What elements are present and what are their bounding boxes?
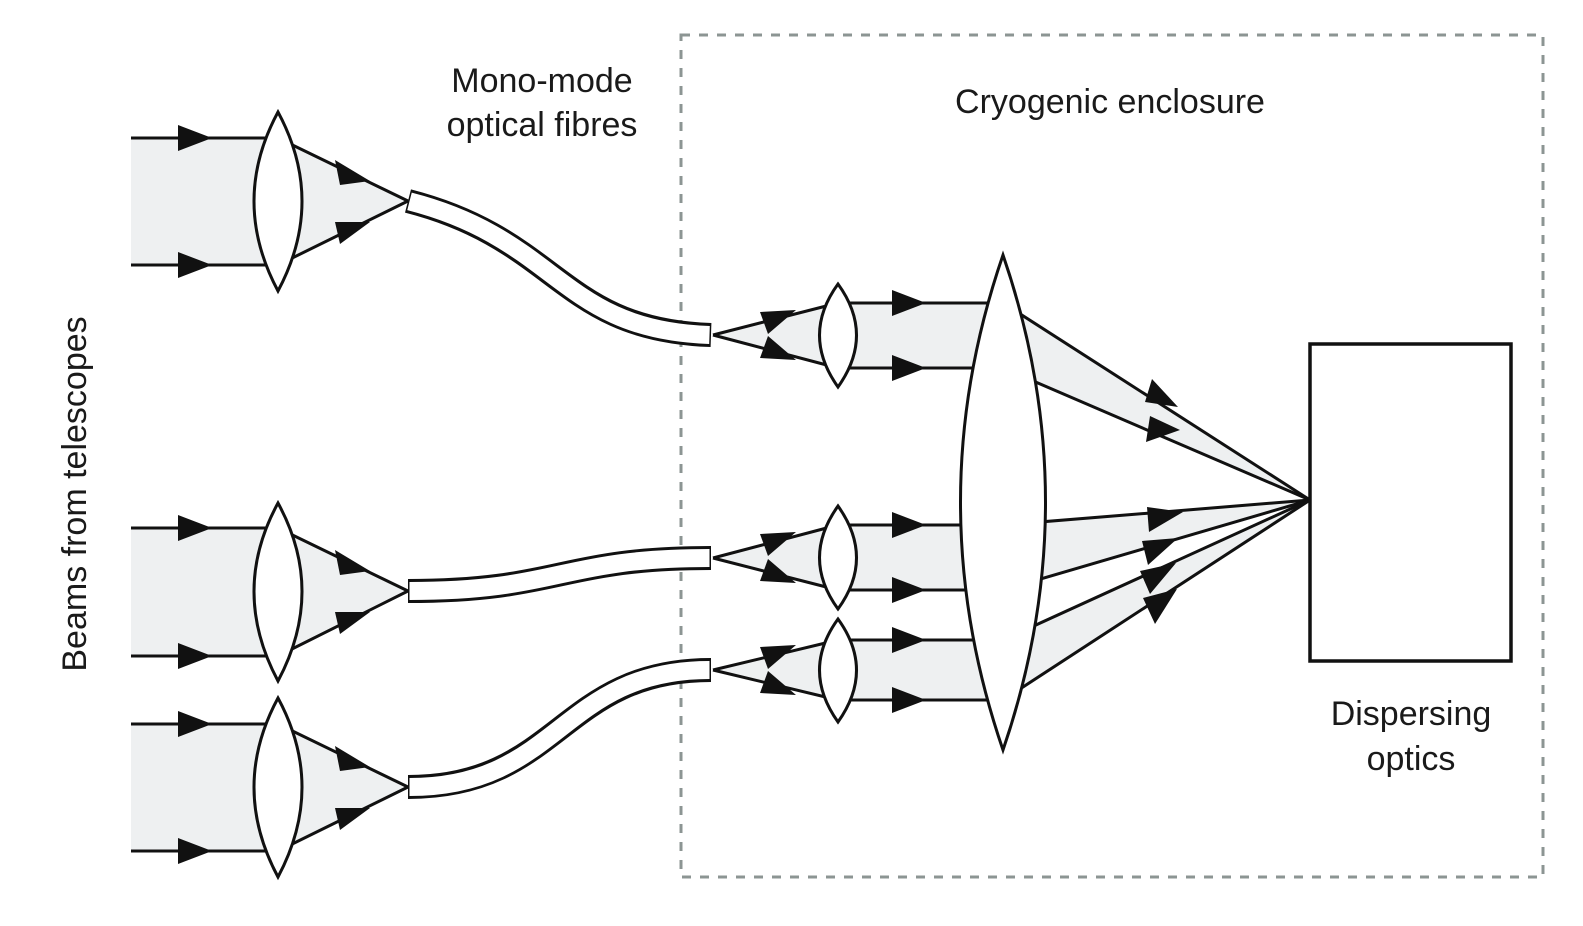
arrowhead-icon [892,355,926,381]
collimated-beam-1 [712,281,1003,390]
arrowhead-icon [178,643,212,669]
fibre-2 [407,546,712,603]
fibres-label-line1: Mono-mode [451,62,632,100]
arrowhead-icon [892,687,926,713]
arrowhead-icon [178,252,212,278]
arrowhead-icon [178,711,212,737]
arrowhead-icon [335,808,370,830]
dispersing-label-line1: Dispersing [1331,695,1492,733]
arrowhead-icon [1142,538,1178,565]
collimated-beam-2 [712,503,1003,612]
input-lens-1 [252,108,304,295]
arrowhead-icon [1143,589,1177,624]
arrowhead-icon [1140,563,1176,594]
arrowhead-icon [1145,379,1178,407]
combining-lens [959,250,1047,755]
collimating-lens-1 [818,281,858,390]
arrowhead-icon [892,512,926,538]
arrowhead-icon [335,550,370,575]
arrowhead-icon [760,336,796,360]
arrowhead-icon [335,222,370,244]
arrowhead-icon [335,746,370,771]
collimating-lens-3 [818,616,858,725]
fibres-label-line2: optical fibres [447,106,638,144]
arrowhead-icon [892,577,926,603]
input-lens-2 [252,499,304,685]
input-beam-1 [131,108,409,295]
collimated-beam-3 [712,616,1003,725]
arrowhead-icon [892,290,926,316]
enclosure-label: Cryogenic enclosure [955,83,1265,121]
arrowhead-icon [178,125,212,151]
arrowhead-icon [760,310,796,334]
fibre-3 [407,658,712,799]
input-lens-3 [252,694,304,881]
beams-label: Beams from telescopes [56,316,94,671]
arrowhead-icon [760,532,796,556]
fibre-1 [405,189,712,347]
arrowhead-icon [178,515,212,541]
dispersing-label-line2: optics [1367,740,1456,778]
arrowhead-icon [760,671,796,695]
arrowhead-icon [335,160,370,185]
input-beam-2 [131,499,409,685]
arrowhead-icon [1146,416,1180,442]
cryogenic-enclosure-box [679,33,1545,879]
arrowhead-icon [760,645,796,669]
arrowhead-icon [1147,507,1183,532]
input-beam-3 [131,694,409,881]
combined-beams [1002,301,1311,702]
arrowhead-icon [335,612,370,634]
arrowhead-icon [760,559,796,583]
arrowhead-icon [892,627,926,653]
collimating-lens-2 [818,503,858,612]
dispersing-optics-box [1308,342,1513,663]
arrowhead-icon [178,838,212,864]
